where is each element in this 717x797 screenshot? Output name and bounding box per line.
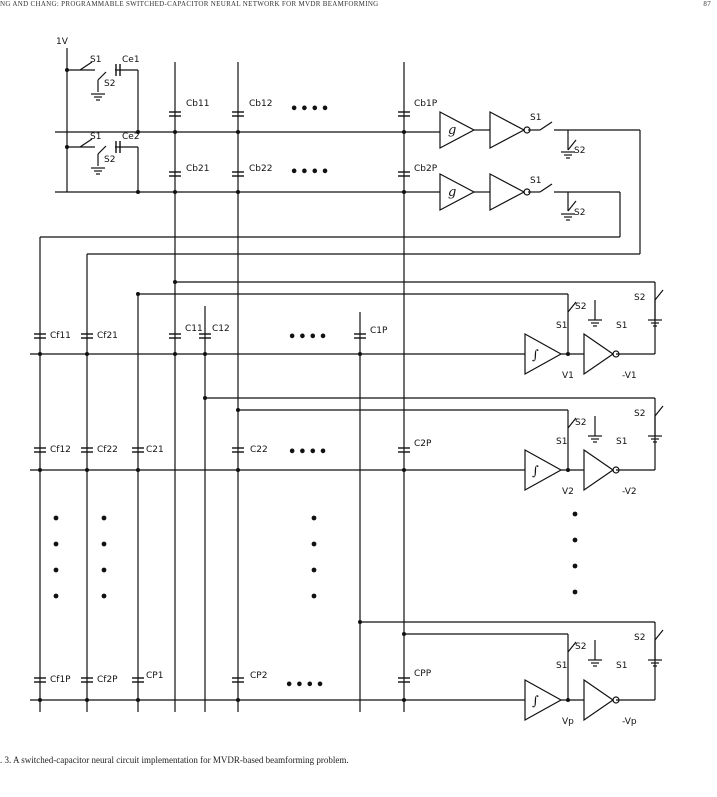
- switch-label: S1: [90, 132, 101, 142]
- vertical-ellipsis: [53, 511, 578, 599]
- cap-label-cf21: Cf21: [97, 331, 118, 341]
- integrator-symbol: ∫: [532, 348, 539, 363]
- switches: [79, 61, 664, 653]
- running-title: NG AND CHANG: PROGRAMMABLE SWITCHED-CAPA…: [0, 0, 379, 8]
- cap-label-ce2: Ce2: [122, 132, 140, 142]
- switch-label: S2: [574, 208, 585, 218]
- wires: [30, 48, 656, 712]
- switch-label: S1: [90, 55, 101, 65]
- output-neg-vp: -Vp: [622, 717, 637, 727]
- switch-label: S1: [556, 661, 567, 671]
- switch-label: S2: [634, 409, 645, 419]
- cap-label-cf11: Cf11: [50, 331, 71, 341]
- cap-label-cb21: Cb21: [186, 164, 209, 174]
- switch-label: S1: [616, 661, 627, 671]
- output-v1: V1: [562, 371, 574, 381]
- switch-label: S2: [575, 418, 586, 428]
- switch-label: S2: [104, 155, 115, 165]
- switch-label: S1: [556, 321, 567, 331]
- output-v2: V2: [562, 487, 574, 497]
- ellipsis: ••••: [290, 165, 331, 180]
- switch-label: S1: [616, 437, 627, 447]
- cap-label-cp1: CP1: [146, 671, 163, 681]
- switch-label: S1: [530, 113, 541, 123]
- switch-label: S1: [616, 321, 627, 331]
- switch-label: S2: [575, 642, 586, 652]
- circuit-diagram: 1V S1 S2 Ce1 S1 S2 Ce2 Cb11 Cb12 Cb1P Cb…: [30, 37, 664, 727]
- ellipsis: ••••: [290, 102, 331, 117]
- gain-symbol: g: [448, 123, 456, 138]
- integrator-symbol: ∫: [532, 464, 539, 479]
- cap-label-cp2: CP2: [250, 671, 267, 681]
- output-neg-v1: -V1: [622, 371, 637, 381]
- switch-label: S2: [104, 79, 115, 89]
- ellipsis: ••••: [285, 678, 326, 693]
- integrator-symbol: ∫: [532, 694, 539, 709]
- cap-label-cb22: Cb22: [249, 164, 272, 174]
- cap-label-cb2p: Cb2P: [414, 164, 438, 174]
- cap-label-c12: C12: [212, 324, 230, 334]
- page-number: 87: [703, 0, 711, 8]
- figure-caption: . 3. A switched-capacitor neural circuit…: [0, 755, 349, 765]
- page-header: NG AND CHANG: PROGRAMMABLE SWITCHED-CAPA…: [0, 0, 717, 10]
- output-vp: Vp: [562, 717, 574, 727]
- cap-label-c2p: C2P: [414, 439, 432, 449]
- switch-label: S1: [530, 176, 541, 186]
- cap-label-c21: C21: [146, 445, 164, 455]
- output-neg-v2: -V2: [622, 487, 637, 497]
- cap-label-cb12: Cb12: [249, 99, 272, 109]
- cap-label-cf22: Cf22: [97, 445, 118, 455]
- ground-symbols: [91, 93, 662, 667]
- junction-dots: [38, 68, 570, 702]
- cap-label-cb11: Cb11: [186, 99, 209, 109]
- cap-label-c22: C22: [250, 445, 268, 455]
- cap-label-c1p: C1P: [370, 326, 388, 336]
- cap-label-cf1p: Cf1P: [50, 675, 71, 685]
- ellipsis: ••••: [288, 445, 329, 460]
- gain-symbol: g: [448, 185, 456, 200]
- ellipsis: ••••: [288, 330, 329, 345]
- switch-label: S2: [575, 302, 586, 312]
- cap-label-ce1: Ce1: [122, 55, 140, 65]
- supply-label: 1V: [56, 37, 69, 47]
- cap-label-cf12: Cf12: [50, 445, 71, 455]
- amplifier-blocks: [439, 111, 620, 722]
- switch-label: S2: [634, 633, 645, 643]
- cap-label-c11: C11: [185, 324, 203, 334]
- cap-label-cb1p: Cb1P: [414, 99, 438, 109]
- switch-label: S2: [634, 293, 645, 303]
- switch-label: S2: [574, 146, 585, 156]
- cap-label-cpp: CPP: [414, 669, 432, 679]
- cap-label-cf2p: Cf2P: [97, 675, 118, 685]
- switch-label: S1: [556, 437, 567, 447]
- capacitors: [34, 64, 410, 683]
